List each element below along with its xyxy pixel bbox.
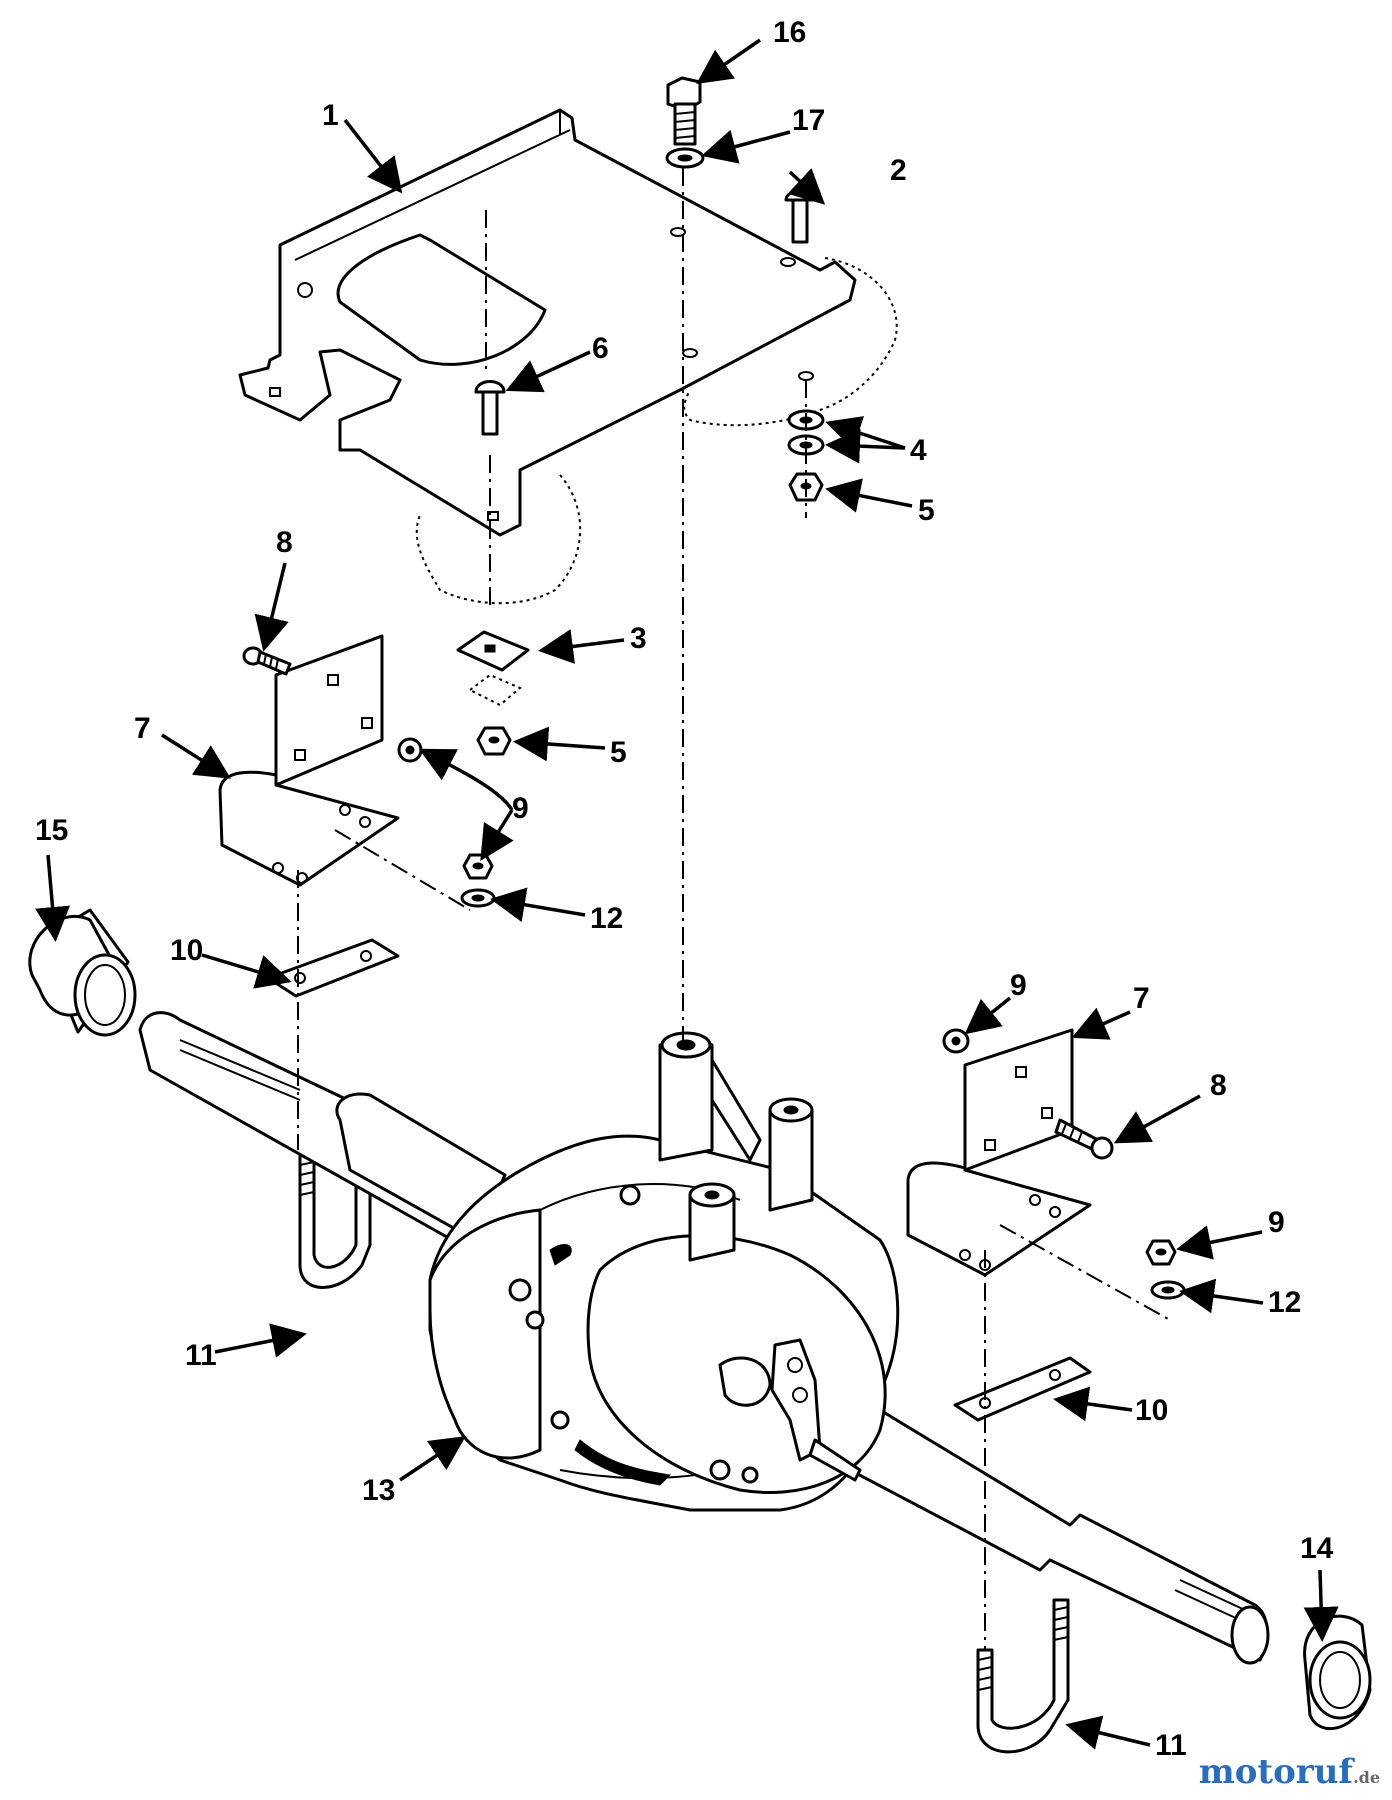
bolt-part-8-right <box>1054 1118 1114 1160</box>
spacer-part-15 <box>28 908 137 1037</box>
assembly-center-lines <box>297 168 1171 1650</box>
callout-12-left: 12 <box>590 902 623 935</box>
callout-10-left: 10 <box>170 934 203 967</box>
callout-labels: 1 2 3 4 5 5 6 7 7 8 8 9 9 9 10 10 11 11 … <box>35 16 1334 1762</box>
callout-2: 2 <box>890 154 907 187</box>
bolt-part-8-left <box>242 646 292 676</box>
carriage-bolt-part-2 <box>784 189 816 244</box>
washer-part-12-right <box>1150 1280 1186 1300</box>
callout-10-right: 10 <box>1135 1394 1168 1427</box>
nut-part-9-right-a <box>942 1028 970 1054</box>
callout-6: 6 <box>592 332 609 365</box>
callout-8-left: 8 <box>276 526 293 559</box>
watermark-text: motoruf <box>1198 1752 1354 1792</box>
spacer-part-14 <box>1303 1614 1372 1731</box>
callout-12-right: 12 <box>1268 1286 1301 1319</box>
callout-5-top: 5 <box>918 494 935 527</box>
bracket-part-7-right <box>906 1028 1092 1277</box>
callout-13: 13 <box>362 1474 395 1507</box>
nut-part-9-left-a <box>397 737 423 763</box>
nut-part-9-right-b <box>1145 1239 1177 1266</box>
callout-11-right: 11 <box>1155 1729 1187 1762</box>
callout-16: 16 <box>773 16 806 49</box>
square-washer-part-3 <box>456 630 530 707</box>
callout-3: 3 <box>630 622 647 655</box>
callout-7-right: 7 <box>1133 982 1150 1015</box>
callout-9-left: 9 <box>512 792 529 825</box>
callout-5-mid: 5 <box>610 736 627 769</box>
bracket-part-7-left <box>218 634 400 887</box>
callout-8-right: 8 <box>1210 1069 1227 1102</box>
callout-9-right-bottom: 9 <box>1268 1206 1285 1239</box>
bolt-part-16 <box>666 76 702 146</box>
plate-part-10-right <box>953 1356 1092 1422</box>
callout-9-right-top: 9 <box>1010 969 1027 1002</box>
transaxle-part-13 <box>138 1011 1270 1665</box>
callout-7-left: 7 <box>134 712 151 745</box>
watermark-suffix: .de <box>1353 1768 1380 1787</box>
watermark-logo: motoruf.de <box>1199 1752 1380 1792</box>
callout-14: 14 <box>1300 1532 1334 1565</box>
plate-part-10-left <box>266 938 400 998</box>
washer-part-17 <box>665 147 705 169</box>
leader-arrows <box>35 38 1339 1750</box>
callout-15: 15 <box>35 814 68 847</box>
callout-1: 1 <box>322 99 339 132</box>
mounting-plate-part-1 <box>238 108 898 605</box>
callout-11-left: 11 <box>185 1339 217 1372</box>
u-bolt-part-11-right <box>976 1598 1070 1754</box>
callout-4: 4 <box>910 434 927 467</box>
washer-part-12-left <box>460 888 496 908</box>
carriage-bolt-part-6 <box>474 380 506 436</box>
nut-part-9-left-b <box>462 853 494 880</box>
nut-part-5-mid <box>476 726 512 756</box>
callout-17: 17 <box>792 104 825 137</box>
